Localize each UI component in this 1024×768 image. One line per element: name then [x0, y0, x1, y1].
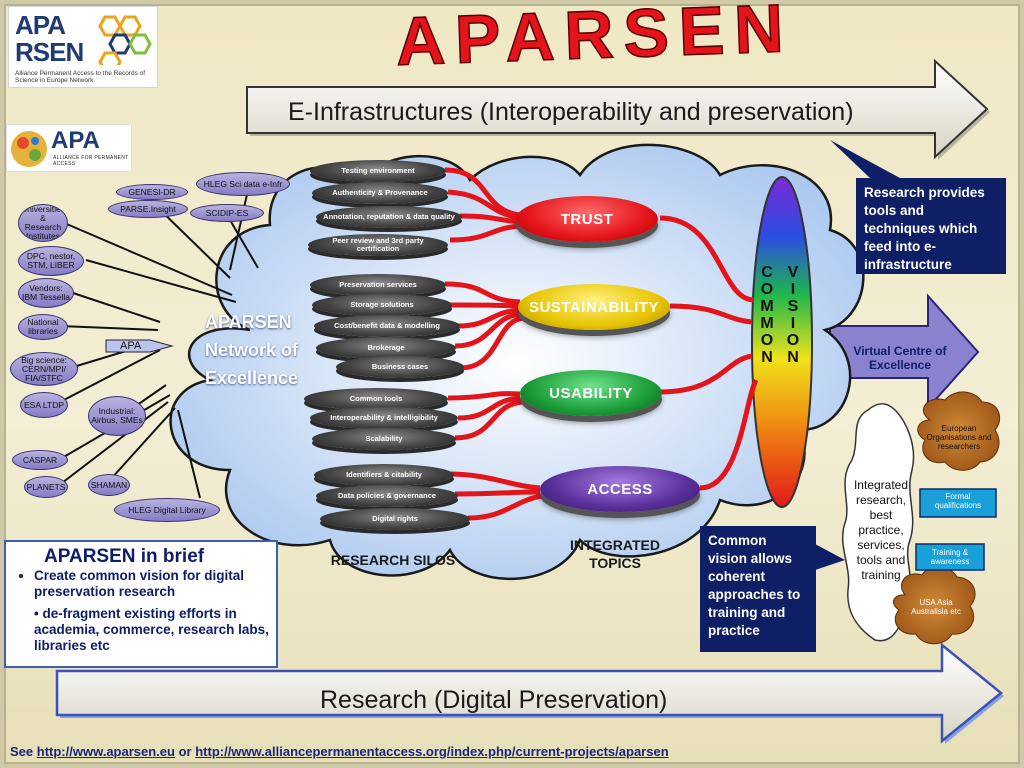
vision-letter: I	[790, 281, 796, 298]
vision-letter: O	[786, 332, 800, 349]
common-vision-oval	[751, 176, 813, 508]
page-title: APARSEN	[394, 0, 795, 81]
stakeholder-universities: Universities & Research Institutes	[18, 204, 68, 242]
silo-disk-brokerage: Brokerage	[316, 337, 456, 359]
silo-disk-interoperability: Interoperability & intelligibility	[310, 407, 458, 429]
common-letter: M	[760, 315, 774, 332]
common-vision-col1: C O M M O N	[758, 264, 776, 366]
integrated-cloud-label: Integrated research, best practice, serv…	[853, 478, 909, 582]
research-callout-pointer	[830, 140, 900, 178]
silo-disk-storage: Storage solutions	[312, 294, 452, 316]
stakeholder-genesi: GENESI-DR	[116, 184, 188, 200]
integrated-cloud	[841, 403, 915, 642]
stakeholder-hleg-sci-data: HLEG Sci data e-Infr	[196, 172, 290, 196]
usa-asia-label: USA Asia Australisia etc	[911, 598, 961, 616]
silo-disk-peer-review: Peer review and 3rd party certification	[308, 234, 448, 256]
silo-disk-business-cases: Business cases	[336, 356, 464, 378]
vision-letter: S	[787, 298, 799, 315]
bottom-arrow	[55, 642, 1004, 744]
logo-line2: RSEN	[15, 37, 84, 67]
european-org-label: European Organisations and researchers	[926, 424, 992, 451]
globe-icon	[11, 131, 47, 167]
stakeholder-esa: ESA LTDP	[20, 392, 68, 418]
top-arrow	[246, 58, 990, 160]
training-awareness-box	[915, 543, 985, 571]
common-letter: O	[760, 281, 774, 298]
brief-bullet: • de-fragment existing efforts in academ…	[34, 606, 269, 653]
apa-tag-shape	[105, 339, 174, 353]
formal-qualifications-label: Formal qualifications	[934, 492, 982, 510]
formal-qualifications-box	[919, 488, 997, 518]
hexagon-cluster-icon	[98, 15, 152, 65]
stakeholder-dpc: DPC, nestor, STM, LIBER	[18, 246, 84, 276]
silo-disk-common-tools: Common tools	[304, 388, 448, 410]
silo-disk-cost-benefit: Cost/benefit data & modelling	[314, 315, 460, 337]
vision-letter: N	[787, 349, 799, 366]
brief-bullet: Create common vision for digital preserv…	[34, 568, 274, 600]
stakeholder-parse: PARSE.Insight	[108, 200, 188, 218]
silo-disk-identifiers: Identifiers & citability	[314, 464, 454, 486]
common-letter: C	[761, 264, 773, 281]
stakeholder-scidip: SCIDIP-ES	[190, 204, 264, 222]
network-label: APARSEN Network of Excellence	[205, 312, 299, 388]
stakeholder-vendors: Vendors: IBM Tessella	[18, 278, 74, 308]
silo-disk-authenticity: Authenticity & Provenance	[312, 182, 448, 204]
vision-callout-pointer	[815, 544, 845, 570]
common-letter: N	[761, 349, 773, 366]
research-silos-label: RESEARCH SILOS	[330, 552, 456, 568]
footer-link-apa[interactable]: http://www.alliancepermanentaccess.org/i…	[195, 744, 669, 759]
stakeholder-big-science: Big science: CERN/MPI/ FIA/STFC	[10, 352, 78, 386]
silo-disk-data-policies: Data policies & governance	[316, 485, 458, 507]
aparsen-logo: APA RSEN Alliance Permanent Access to th…	[8, 6, 158, 88]
top-arrow-label: E-Infrastructures (Interoperability and …	[288, 98, 854, 126]
silo-disk-preservation-services: Preservation services	[310, 274, 446, 296]
silo-disk-scalability: Scalability	[312, 428, 456, 450]
theme-access: ACCESS	[540, 466, 700, 512]
red-connectors	[444, 167, 759, 521]
vision-letter: I	[790, 315, 796, 332]
apa-logo-text: APA	[51, 127, 100, 154]
brief-list: Create common vision for digital preserv…	[6, 568, 274, 660]
svg-text:APARSEN: APARSEN	[395, 0, 795, 80]
research-box: Research provides tools and techniques w…	[856, 178, 1006, 274]
virtual-centre-label: Virtual Centre of Excellence	[853, 344, 947, 372]
silo-disk-annotation: Annotation, reputation & data quality	[316, 206, 462, 228]
silo-disk-testing-environment: Testing environment	[310, 160, 446, 182]
stakeholder-industrial: Industrial: Airbus, SMEs	[88, 396, 146, 436]
brief-bullet-text: de-fragment existing efforts in academia…	[34, 606, 269, 653]
integrated-topics-label: INTEGRATED TOPICS	[570, 537, 660, 571]
common-letter: O	[760, 332, 774, 349]
theme-sustainability: SUSTAINABILITY	[518, 284, 670, 330]
common-letter: M	[760, 298, 774, 315]
european-org-cloud	[917, 391, 1001, 471]
bottom-arrow-label: Research (Digital Preservation)	[320, 686, 668, 714]
vision-box: Common vision allows coherent approaches…	[700, 526, 816, 652]
footer-or: or	[178, 744, 192, 759]
footer-see: See	[10, 744, 34, 759]
footer: See http://www.aparsen.eu or http://www.…	[10, 744, 669, 759]
stakeholder-caspar: CASPAR	[12, 450, 68, 470]
stakeholder-national-libraries: National libraries	[18, 314, 68, 340]
stakeholder-shaman: SHAMAN	[88, 474, 130, 496]
common-vision-col2: V I S I O N	[784, 264, 802, 366]
stakeholder-hleg-digital-library: HLEG Digital Library	[114, 498, 220, 522]
brief-box: APARSEN in brief Create common vision fo…	[4, 540, 278, 668]
footer-link-aparsen[interactable]: http://www.aparsen.eu	[36, 744, 175, 759]
logo-tagline: Alliance Permanent Access to the Records…	[15, 70, 146, 84]
apa-tag: APA	[120, 340, 142, 352]
stakeholder-planets: PLANETS	[24, 476, 68, 498]
silo-disk-digital-rights: Digital rights	[320, 508, 470, 530]
training-awareness-label: Training & awareness	[930, 548, 970, 566]
theme-usability: USABILITY	[520, 370, 662, 416]
usa-asia-cloud	[892, 566, 976, 645]
vision-letter: V	[787, 264, 799, 281]
brief-heading: APARSEN in brief	[44, 546, 205, 567]
apa-logo: APA ALLIANCE FOR PERMANENT ACCESS	[6, 124, 132, 172]
logo-line1: APA	[15, 10, 66, 40]
apa-logo-subtitle: ALLIANCE FOR PERMANENT ACCESS	[53, 155, 129, 167]
theme-trust: TRUST	[516, 196, 658, 242]
